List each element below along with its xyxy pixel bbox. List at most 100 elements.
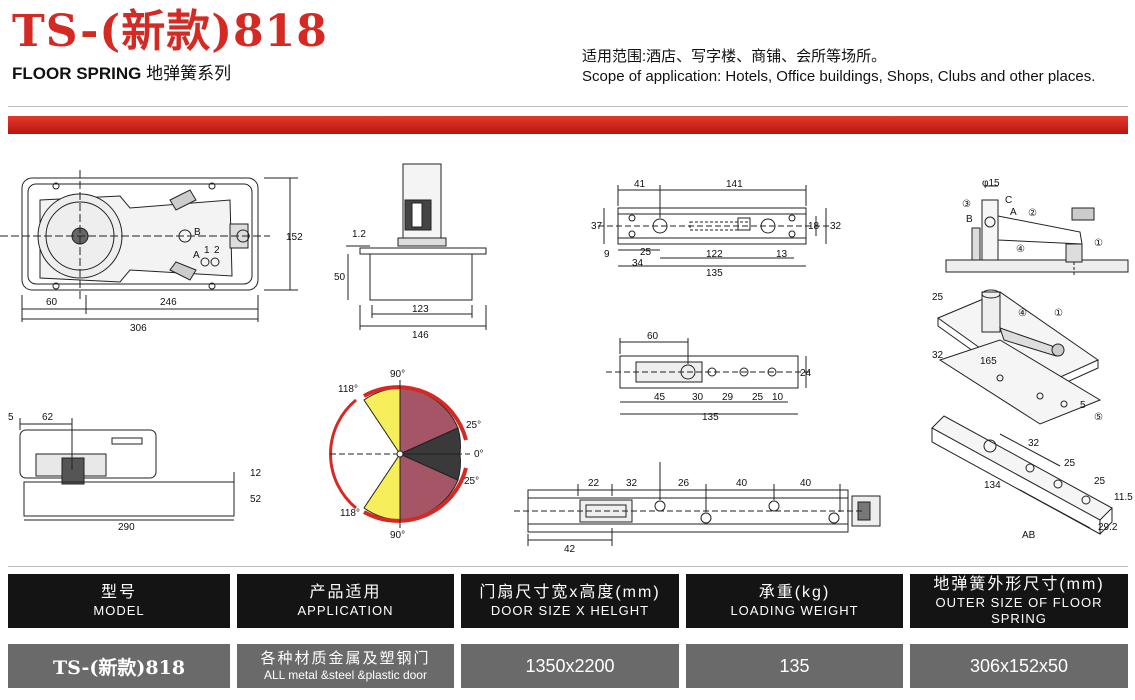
label-2: 2 [214, 245, 220, 256]
red-banner [8, 116, 1128, 134]
dim-141: 141 [726, 179, 743, 190]
dim-246: 246 [160, 297, 177, 308]
iso-label-ab: AB [1022, 530, 1036, 541]
divider-line [8, 106, 1128, 107]
dim-phi15: φ15 [982, 178, 1000, 189]
label-b2: B [966, 214, 973, 225]
dim-24: 24 [800, 368, 812, 379]
iso-dim-11-5: 11.5 [1114, 492, 1133, 503]
dim-290: 290 [118, 522, 135, 533]
iso-dim-32b: 32 [1028, 438, 1040, 449]
angle-0: 0° [474, 449, 484, 460]
header-door-size-en: DOOR SIZE X HELGHT [490, 603, 650, 618]
header-application: 产品适用 APPLICATION [237, 574, 454, 628]
header-door-size: 门扇尺寸宽x高度(mm) DOOR SIZE X HELGHT [461, 574, 679, 628]
iso-dim-134: 134 [984, 480, 1001, 491]
dim-135: 135 [706, 268, 723, 279]
iso-dim-32: 32 [932, 350, 944, 361]
dim-52: 52 [250, 494, 262, 505]
technical-drawings: 60 246 306 152 B A 1 2 1.2 50 123 146 [0, 163, 1133, 555]
spec-table-header: 型号 MODEL 产品适用 APPLICATION 门扇尺寸宽x高度(mm) DOOR… [8, 574, 1128, 628]
bottom-plate-view: 41 141 37 18 32 9 25 122 13 34 135 [591, 179, 842, 279]
floor-spring-top-view: 60 246 306 152 B A 1 2 [0, 170, 303, 334]
dim-30: 30 [692, 392, 704, 403]
dim-50: 50 [334, 272, 346, 283]
cell-application-en: ALL metal &steel &plastic door [264, 668, 427, 682]
angle-90-top: 90° [390, 369, 405, 380]
dim-62: 62 [42, 412, 54, 423]
angle-90-bottom: 90° [390, 530, 405, 541]
isometric-plate-bottom: 32 25 25 134 11.5 29.2 AB [931, 415, 1133, 541]
dim-146: 146 [412, 330, 429, 341]
callout-3: ③ [962, 199, 971, 210]
dim-18: 18 [808, 221, 820, 232]
header-door-size-zh: 门扇尺寸宽x高度(mm) [479, 584, 661, 601]
iso-dim-25b: 25 [1064, 458, 1076, 469]
dim-32b: 32 [626, 478, 638, 489]
header-loading-zh: 承重(kg) [758, 584, 831, 601]
dim-123: 123 [412, 304, 429, 315]
iso-dim-25: 25 [932, 292, 944, 303]
iso-dim-165: 165 [980, 356, 997, 367]
dim-42: 42 [564, 544, 576, 555]
middle-plate-view: 60 24 45 30 29 25 10 135 [606, 331, 812, 423]
cell-loading: 135 [686, 644, 903, 688]
dim-135b: 135 [702, 412, 719, 423]
cover-plate-view: 5 62 12 52 290 [8, 412, 262, 533]
isometric-plate-top: 25 32 165 ④ ① 5 ⑤ [932, 289, 1103, 425]
dim-25b: 25 [752, 392, 764, 403]
long-plate-view: 22 32 26 40 40 42 [514, 462, 881, 555]
dim-122: 122 [706, 249, 723, 260]
dim-5: 5 [8, 412, 14, 423]
dim-37: 37 [591, 221, 603, 232]
angle-118-top: 118° [338, 384, 358, 395]
dim-60: 60 [46, 297, 58, 308]
table-top-line [8, 566, 1128, 567]
iso-callout-4: ④ [1018, 308, 1027, 319]
dim-60b: 60 [647, 331, 659, 342]
product-title: TS-(新款)818 [12, 6, 328, 57]
dim-12: 12 [250, 468, 262, 479]
header-loading-en: LOADING WEIGHT [730, 603, 859, 618]
header-application-zh: 产品适用 [309, 584, 382, 601]
iso-callout-1: ① [1054, 308, 1063, 319]
iso-callout-5: ⑤ [1094, 412, 1103, 423]
dim-45: 45 [654, 392, 666, 403]
angle-25-bottom: 25° [464, 476, 479, 487]
dim-306: 306 [130, 323, 147, 334]
dim-10: 10 [772, 392, 784, 403]
header-model-en: MODEL [93, 603, 145, 618]
opening-angle-diagram: 90° 118° 25° 0° 25° 118° 90° [329, 369, 484, 541]
header-model-zh: 型号 [100, 584, 137, 601]
header-application-en: APPLICATION [297, 603, 394, 618]
iso-dim-5: 5 [1080, 400, 1086, 411]
dim-29: 29 [722, 392, 734, 403]
pivot-section-view: φ15 ③ C B A ② ④ ① [945, 178, 1129, 276]
dim-9: 9 [604, 249, 610, 260]
scope-zh: 适用范围:酒店、写字楼、商铺、会所等场所。 [582, 48, 887, 65]
dim-1-2: 1.2 [352, 229, 366, 240]
cell-model: TS-(新款)818 [8, 644, 230, 688]
label-c: C [1005, 195, 1012, 206]
callout-1: ① [1094, 238, 1103, 249]
angle-25-top: 25° [466, 420, 481, 431]
angle-118-bottom: 118° [340, 508, 360, 519]
cell-door-size: 1350x2200 [461, 644, 679, 688]
iso-dim-29-2: 29.2 [1098, 522, 1118, 533]
label-1: 1 [204, 245, 210, 256]
iso-dim-25c: 25 [1094, 476, 1106, 487]
dim-25: 25 [640, 247, 652, 258]
dim-13: 13 [776, 249, 788, 260]
dim-41: 41 [634, 179, 646, 190]
label-a2: A [1010, 207, 1017, 218]
cell-outer-size: 306x152x50 [910, 644, 1128, 688]
callout-2: ② [1028, 208, 1037, 219]
label-a: A [193, 250, 200, 261]
dim-26: 26 [678, 478, 690, 489]
cell-application-zh: 各种材质金属及塑钢门 [260, 650, 431, 667]
dim-40-first: 40 [736, 478, 748, 489]
dim-34: 34 [632, 258, 644, 269]
header-outer-size: 地弹簧外形尺寸(mm)OUTER SIZE OF FLOOR SPRING [910, 574, 1128, 628]
